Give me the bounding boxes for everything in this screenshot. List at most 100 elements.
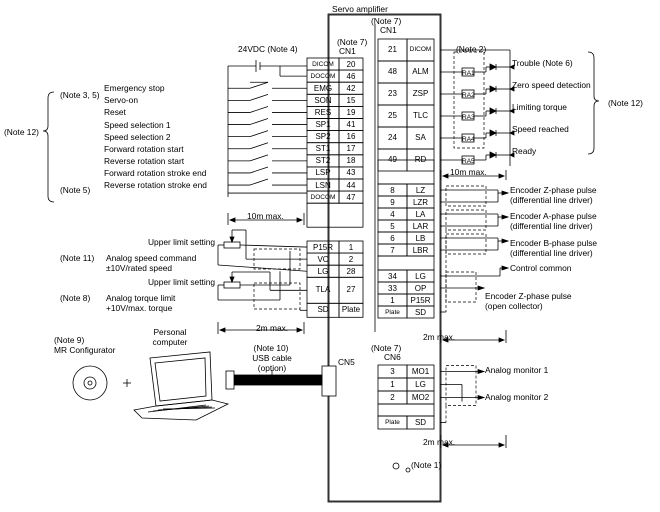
pc-label-1: Personal: [153, 327, 187, 337]
cn6-pin-number: 3: [390, 367, 395, 376]
note35-label: (Note 3, 5): [60, 90, 100, 100]
right-brace: [587, 51, 600, 155]
note11-label: (Note 11): [60, 253, 95, 263]
cn6-pin-name: MO1: [411, 367, 430, 376]
usb-cable-body: [231, 374, 323, 386]
cn5-label: CN5: [338, 357, 355, 367]
cn1-filler-box: [306, 202, 364, 228]
encoder-shield: [445, 209, 487, 231]
arrow-head: [218, 327, 226, 333]
cn1-pin-number: 42: [346, 83, 356, 93]
cn1-sd-number-box: [338, 302, 364, 318]
diode: [489, 129, 497, 137]
diode: [489, 85, 497, 93]
input-label: Forward rotation start: [104, 143, 184, 154]
arrow-head: [498, 173, 506, 179]
input-label: Forward rotation stroke end: [104, 167, 207, 178]
cd-disc-icon: [72, 365, 108, 401]
note5-label: (Note 5): [60, 185, 91, 195]
cn1r-output-pin-name: ALM: [412, 67, 429, 76]
relay-coil: [461, 111, 475, 121]
arrow-head: [498, 337, 506, 343]
speed-cmd-range: ±10V/rated speed: [106, 263, 173, 273]
shield-torque: [253, 282, 301, 310]
note8-label: (Note 8): [60, 293, 91, 303]
torque-limit-range: +10V/max. torque: [106, 303, 173, 313]
cn1r-output-pin-name: TLC: [412, 111, 429, 120]
encoder-a-label: Encoder A-phase pulse: [510, 211, 597, 221]
laptop-base-icon: [133, 399, 230, 421]
cn1-label: CN1: [339, 46, 356, 56]
arrow-head: [441, 173, 449, 179]
cn1-pin-name: SON: [314, 95, 332, 105]
cn1-right-label: CN1: [380, 25, 397, 35]
relay-label: RA2: [462, 91, 475, 99]
switch-contact: [249, 154, 269, 162]
switch-contact: [249, 118, 269, 125]
note9-label: (Note 9): [54, 335, 85, 345]
arrow-head: [296, 217, 304, 223]
encoder-shield: [445, 185, 487, 207]
switch-contact: [249, 130, 269, 138]
cn1r-encoder-pin-number: 7: [390, 245, 395, 255]
input-label: Servo-on: [104, 95, 138, 106]
cn1-pin-number: 17: [346, 144, 356, 154]
cn1-pin-number: 18: [346, 156, 356, 166]
cn1r-plate-name-box: [406, 305, 435, 319]
cn6-note: (Note 7): [371, 343, 402, 353]
distance-label-outputs: 10m max.: [450, 167, 487, 177]
cn1-tla-pin-name: TLA: [315, 285, 331, 295]
output-arrow: [509, 130, 515, 136]
switch-contact: [249, 178, 269, 186]
earth-symbol: [392, 462, 400, 470]
cn1r-output-pin-name: SA: [415, 133, 426, 142]
cn1r-plate-name: SD: [414, 307, 427, 317]
arrow-head: [441, 442, 449, 448]
cn6-plate-number: Plate: [385, 419, 400, 426]
cn1r-encoder-pin-number: 6: [390, 233, 395, 243]
monitor-shield: [445, 365, 477, 406]
cn1r-encoder-pin-name: LZ: [415, 185, 426, 195]
shield-speed: [253, 248, 301, 270]
note12-left: (Note 12): [4, 127, 39, 137]
switch-contact: [249, 166, 269, 174]
relay-coil: [461, 89, 475, 99]
cn6-pin-name: MO2: [411, 393, 430, 402]
cn1r-encoder-pin-name: LBR: [412, 245, 429, 255]
note12-right: (Note 12): [608, 98, 643, 108]
cn1-pin-number: 47: [346, 192, 356, 202]
input-label: Reverse rotation stroke end: [104, 180, 207, 191]
cn6-pin-number: 1: [390, 380, 395, 389]
supply-label: 24VDC (Note 4): [238, 44, 298, 54]
arrow-head: [441, 337, 449, 343]
cn1-sd-pin-name: SD: [317, 305, 329, 315]
cn1r-encoder-pin-number: 5: [390, 221, 395, 231]
cn1-pin-name: LSN: [315, 180, 331, 190]
note10-label: (Note 10): [253, 343, 289, 353]
cn1r-plate-number: Plate: [385, 308, 400, 316]
cn1r-output-pin-number: 48: [388, 67, 397, 76]
switch-contact: [249, 142, 269, 150]
pc-label-2: computer: [152, 337, 188, 347]
cn1r-encoder-pin-name: P15R: [410, 295, 431, 305]
encoder-arrow: [501, 214, 510, 220]
output-label: Ready: [512, 146, 537, 156]
cn1-note: (Note 7): [337, 37, 368, 47]
cn1-pin-number: 43: [346, 168, 356, 178]
cn1-pin-name: SP1: [315, 120, 331, 129]
cn1r-encoder-pin-number: 34: [388, 271, 397, 281]
open-collector-label: Encoder Z-phase pulse: [485, 291, 572, 301]
input-label: Speed selection 2: [104, 131, 171, 142]
cn1-pin-name: DICOM: [312, 60, 334, 68]
arrow-head: [498, 442, 506, 448]
laptop-key-row: [162, 407, 216, 410]
encoder-a-sub: (differential line driver): [510, 221, 593, 231]
cn1r-pin-number: 21: [388, 45, 397, 54]
cn6-label: CN6: [384, 352, 401, 362]
cn6-pin-number: 2: [390, 393, 395, 402]
note1-label: (Note 1): [411, 460, 442, 470]
laptop-display-icon: [154, 357, 207, 402]
cn1-pin-number: 46: [346, 71, 356, 81]
cn1-analog-pin-name: P15R: [312, 242, 333, 252]
input-label: Reset: [104, 107, 126, 118]
